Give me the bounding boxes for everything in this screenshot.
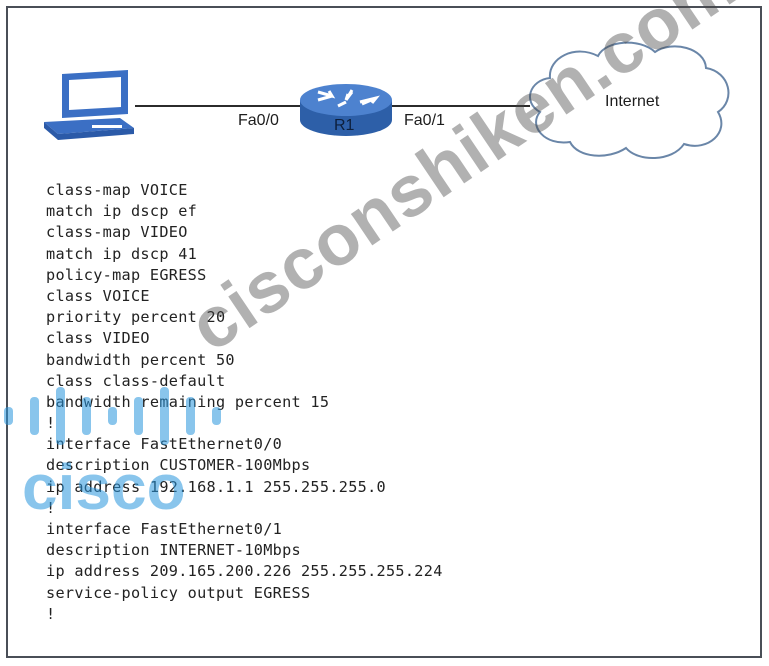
router-config: class-map VOICE match ip dscp ef class-m…	[46, 180, 443, 625]
config-line: class-map VOICE	[46, 181, 188, 199]
config-line: description INTERNET-10Mbps	[46, 541, 301, 560]
config-line: class class-default	[46, 371, 226, 390]
router-icon	[300, 84, 392, 136]
config-line: bandwidth percent 50	[46, 350, 235, 369]
cisco-watermark-logo: cisco	[4, 387, 221, 523]
pc-interface-label: Fa0/0	[238, 112, 279, 129]
config-line: description CUSTOMER-100Mbps	[46, 456, 311, 475]
wan-interface-label: Fa0/1	[404, 112, 445, 129]
config-line: policy-map EGRESS	[46, 265, 207, 284]
config-line: !	[46, 498, 56, 517]
config-line: match ip dscp ef	[46, 202, 198, 221]
pc-icon	[44, 70, 134, 140]
config-line: !	[46, 414, 56, 433]
config-line: interface FastEthernet0/1	[46, 520, 283, 538]
config-line: priority percent 20	[46, 308, 226, 327]
config-line: interface FastEthernet0/0	[46, 435, 283, 454]
config-line: service-policy output EGRESS	[46, 583, 311, 602]
config-line: match ip dscp 41	[46, 244, 198, 263]
config-line: ip address 209.165.200.226 255.255.255.2…	[46, 562, 443, 581]
cloud-label: Internet	[605, 93, 660, 110]
config-line: class-map VIDEO	[46, 223, 188, 242]
internet-cloud	[529, 41, 730, 160]
config-line: class VOICE	[46, 286, 150, 305]
config-line: ip address 192.168.1.1 255.255.255.0	[46, 477, 386, 496]
config-line: !	[46, 604, 56, 623]
router-name-label: R1	[334, 117, 355, 134]
config-line: class VIDEO	[46, 329, 150, 348]
network-diagram	[44, 41, 730, 160]
cisco-watermark-text: cisco	[22, 451, 186, 523]
